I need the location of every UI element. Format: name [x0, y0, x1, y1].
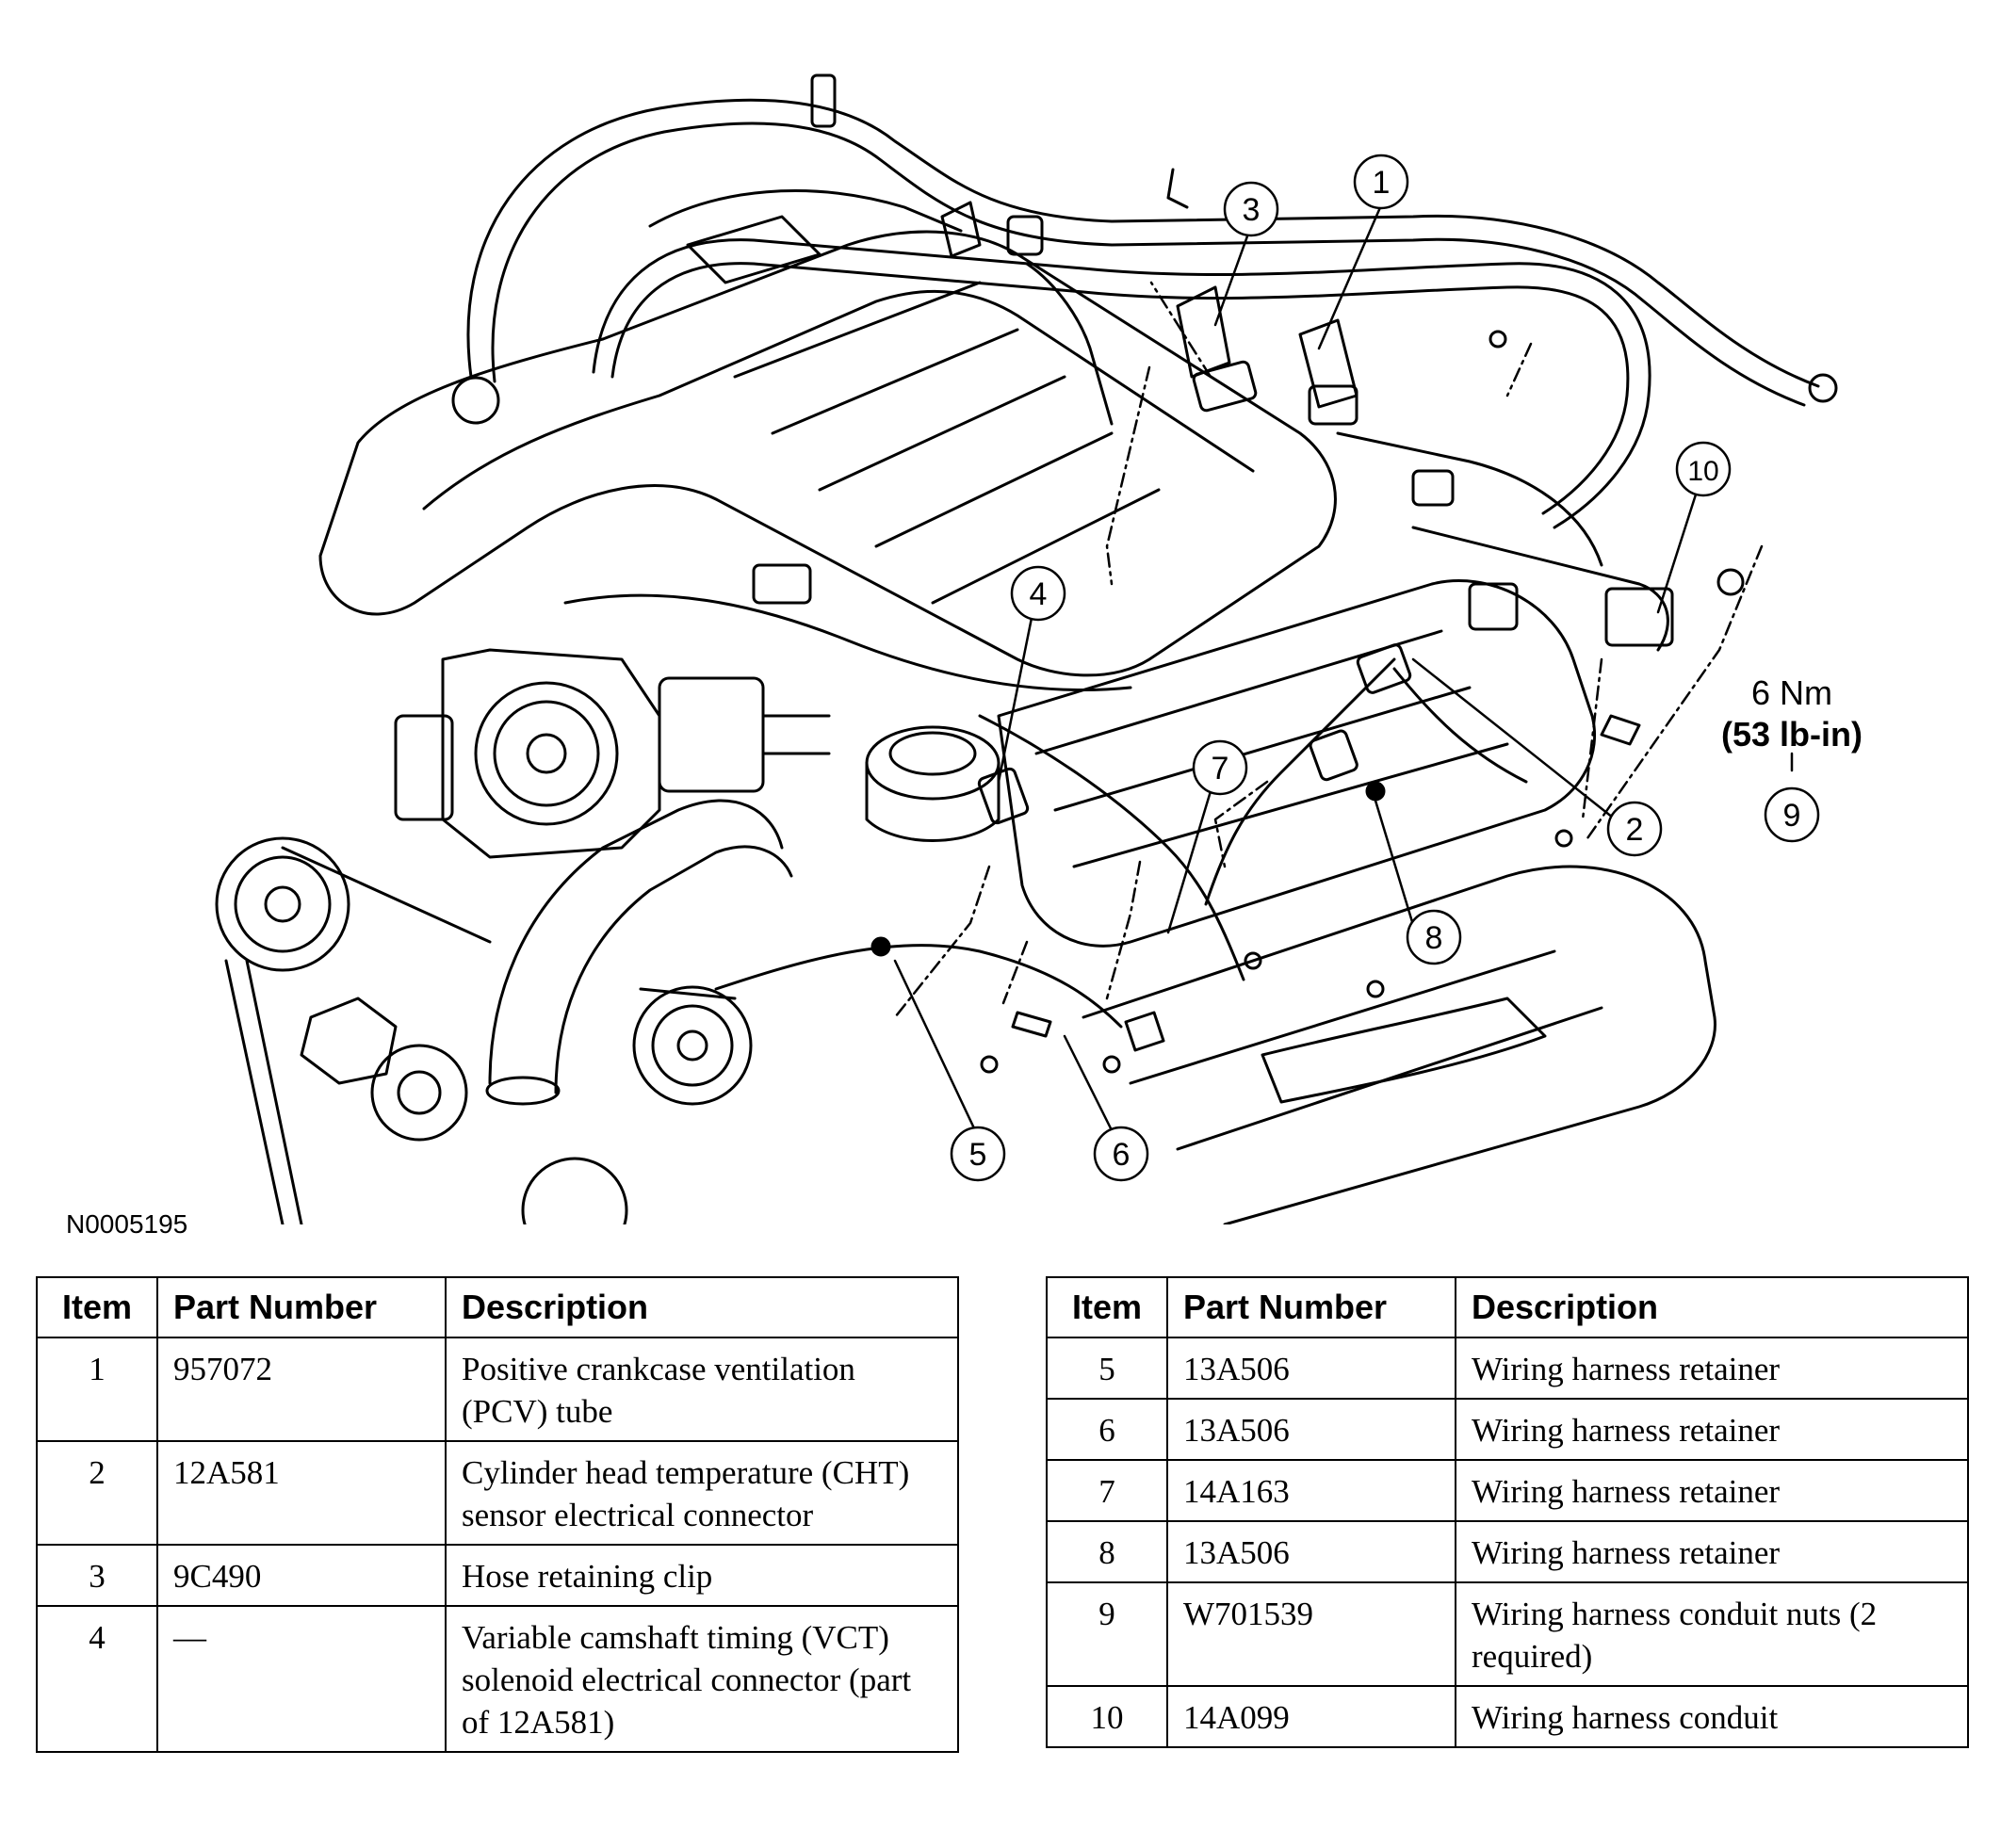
cell-part-number: W701539 [1166, 1581, 1456, 1687]
table-row: 7 14A163 Wiring harness retainer [1046, 1459, 1969, 1522]
table-row: 3 9C490 Hose retaining clip [36, 1544, 959, 1607]
cell-description: Wiring harness retainer [1455, 1459, 1969, 1522]
callout-6: 6 [1063, 1034, 1149, 1182]
callout-8: 8 [1374, 799, 1462, 965]
cell-description: Positive crankcase ventilation (PCV) tub… [445, 1337, 959, 1442]
torque-spec: 6 Nm (53 lb-in) [1721, 673, 1863, 754]
torque-value-lbin: (53 lb-in) [1721, 715, 1863, 754]
cell-item: 4 [36, 1605, 158, 1753]
engine-illustration: 1 2 3 4 5 6 7 [215, 73, 1863, 1224]
callout-9-label: 9 [1783, 798, 1801, 834]
cell-item: 5 [1046, 1337, 1168, 1400]
parts-table-left: Item Part Number Description 1 957072 Po… [36, 1276, 959, 1753]
cell-part-number: — [156, 1605, 447, 1753]
column-header-part-number: Part Number [1166, 1276, 1456, 1338]
cell-description: Wiring harness conduit [1455, 1685, 1969, 1748]
cell-item: 7 [1046, 1459, 1168, 1522]
cell-item: 10 [1046, 1685, 1168, 1748]
cell-item: 9 [1046, 1581, 1168, 1687]
cell-description: Wiring harness conduit nuts (2 required) [1455, 1581, 1969, 1687]
callout-8-label: 8 [1425, 920, 1443, 956]
callout-3: 3 [1213, 181, 1279, 327]
column-header-item: Item [1046, 1276, 1168, 1338]
column-header-item: Item [36, 1276, 158, 1338]
cell-part-number: 13A506 [1166, 1337, 1456, 1400]
table-header-row: Item Part Number Description [36, 1276, 959, 1338]
table-row: 9 W701539 Wiring harness conduit nuts (2… [1046, 1581, 1969, 1687]
callouts: 1 2 3 4 5 6 7 [893, 154, 1820, 1182]
callout-2-label: 2 [1626, 812, 1644, 848]
cell-description: Variable camshaft timing (VCT) solenoid … [445, 1605, 959, 1753]
cell-part-number: 14A099 [1166, 1685, 1456, 1748]
callout-7: 7 [1166, 739, 1248, 934]
callout-3-label: 3 [1243, 192, 1261, 228]
torque-value-nm: 6 Nm [1751, 673, 1832, 712]
cell-part-number: 12A581 [156, 1440, 447, 1546]
table-row: 4 — Variable camshaft timing (VCT) solen… [36, 1605, 959, 1753]
cell-item: 3 [36, 1544, 158, 1607]
cell-part-number: 13A506 [1166, 1520, 1456, 1583]
callout-4-label: 4 [1030, 576, 1048, 612]
cell-part-number: 14A163 [1166, 1459, 1456, 1522]
parts-table-right: Item Part Number Description 5 13A506 Wi… [1046, 1276, 1969, 1748]
callout-7-label: 7 [1212, 751, 1229, 786]
callout-1: 1 [1317, 154, 1409, 350]
cell-description: Wiring harness retainer [1455, 1337, 1969, 1400]
table-row: 6 13A506 Wiring harness retainer [1046, 1398, 1969, 1461]
callout-6-label: 6 [1113, 1137, 1131, 1173]
column-header-description: Description [1455, 1276, 1969, 1338]
cell-description: Cylinder head temperature (CHT) sensor e… [445, 1440, 959, 1546]
figure-id: N0005195 [66, 1209, 188, 1239]
table-row: 1 957072 Positive crankcase ventilation … [36, 1337, 959, 1442]
callout-10-label: 10 [1687, 456, 1718, 487]
table-row: 2 12A581 Cylinder head temperature (CHT)… [36, 1440, 959, 1546]
callout-5: 5 [893, 959, 1006, 1182]
column-header-part-number: Part Number [156, 1276, 447, 1338]
cell-description: Wiring harness retainer [1455, 1398, 1969, 1461]
cell-description: Wiring harness retainer [1455, 1520, 1969, 1583]
callout-4: 4 [997, 565, 1066, 784]
engine-drawing [215, 73, 1838, 1224]
callout-5-label: 5 [969, 1137, 987, 1173]
cell-part-number: 9C490 [156, 1544, 447, 1607]
table-row: 5 13A506 Wiring harness retainer [1046, 1337, 1969, 1400]
cell-item: 6 [1046, 1398, 1168, 1461]
cell-part-number: 13A506 [1166, 1398, 1456, 1461]
cell-description: Hose retaining clip [445, 1544, 959, 1607]
cell-item: 8 [1046, 1520, 1168, 1583]
column-header-description: Description [445, 1276, 959, 1338]
table-header-row: Item Part Number Description [1046, 1276, 1969, 1338]
callout-2: 2 [1411, 657, 1663, 857]
cell-part-number: 957072 [156, 1337, 447, 1442]
callout-10: 10 [1656, 441, 1732, 614]
callout-1-label: 1 [1373, 165, 1391, 201]
callout-9: 9 [1764, 752, 1820, 843]
cell-item: 2 [36, 1440, 158, 1546]
table-row: 10 14A099 Wiring harness conduit [1046, 1685, 1969, 1748]
cell-item: 1 [36, 1337, 158, 1442]
table-row: 8 13A506 Wiring harness retainer [1046, 1520, 1969, 1583]
